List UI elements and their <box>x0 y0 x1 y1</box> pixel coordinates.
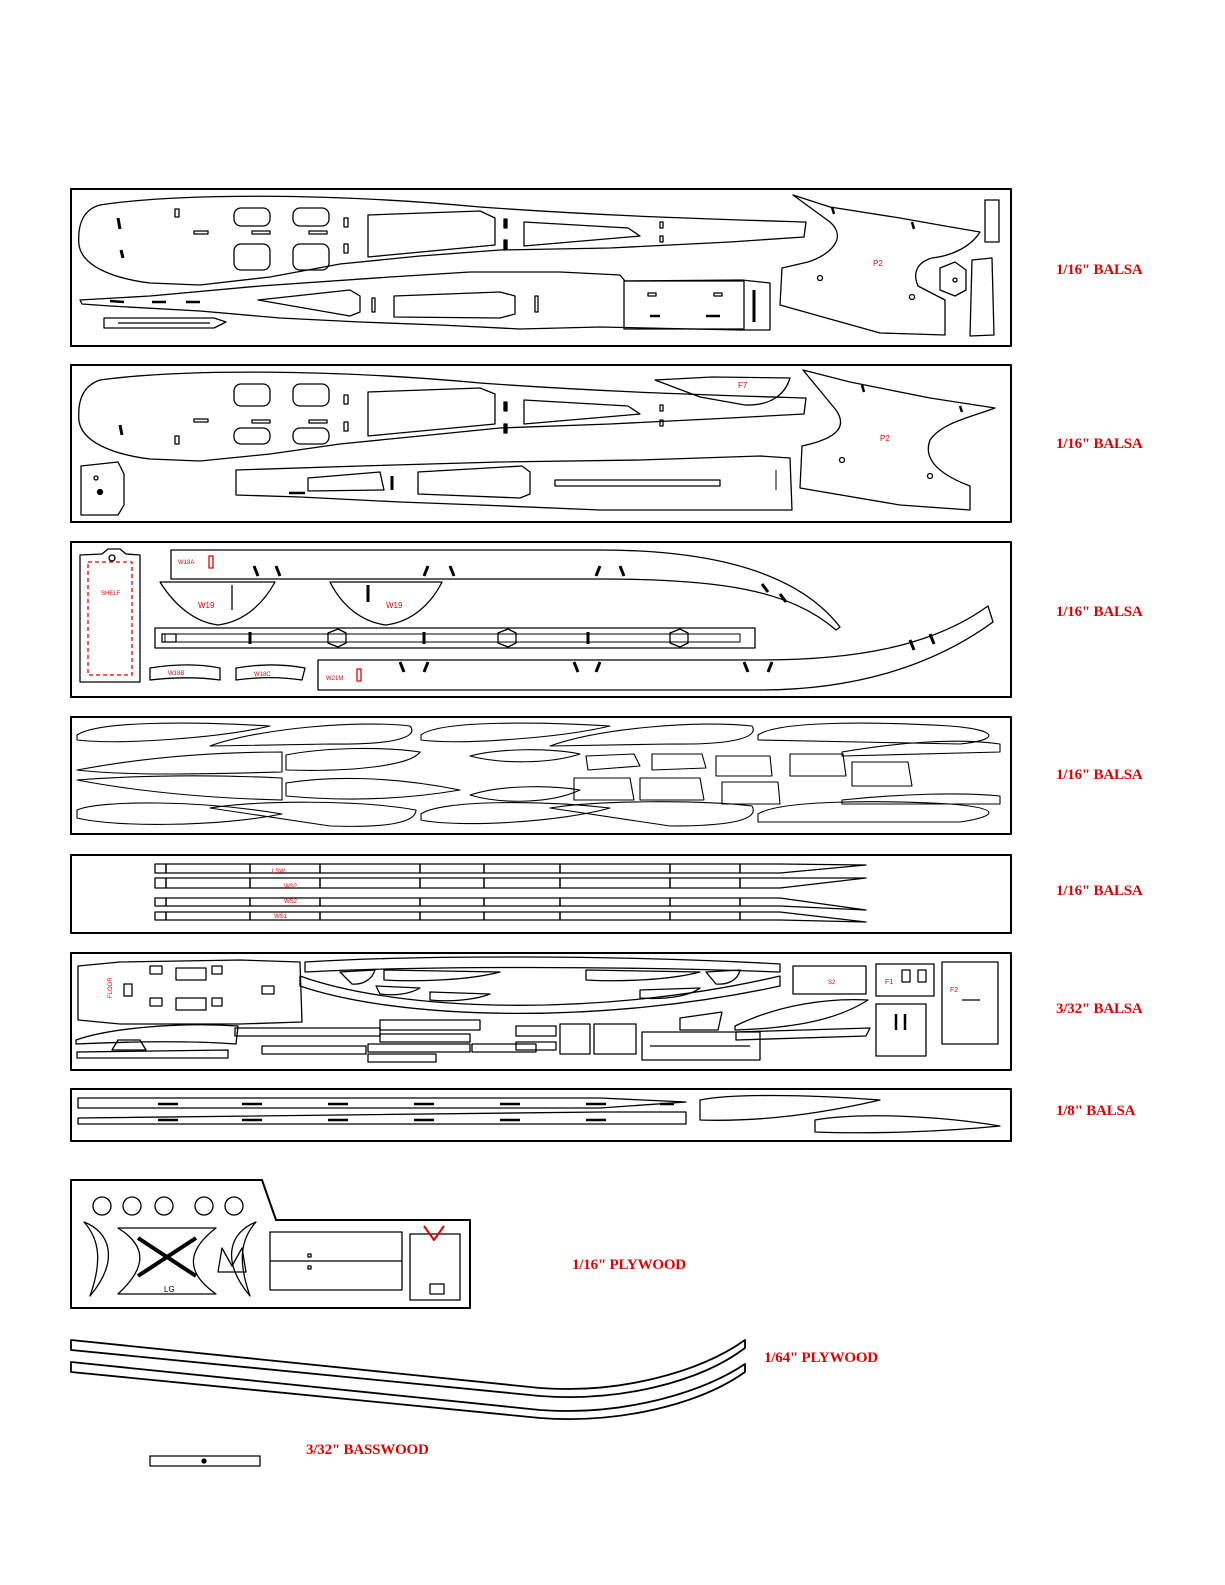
sheet-10-basswood-3-32 <box>150 1456 260 1466</box>
material-label: 1/16" BALSA <box>1056 262 1143 279</box>
w19-part <box>160 582 275 625</box>
w18b-part <box>150 665 220 680</box>
small-part <box>985 200 999 242</box>
spar-strip <box>78 1112 686 1124</box>
material-label: 3/32" BALSA <box>1056 1001 1143 1018</box>
fuselage-side-part <box>79 372 806 461</box>
sheet-1-balsa-1-16 <box>71 189 1011 346</box>
sheet-border <box>71 542 1011 697</box>
part-label: F2 <box>950 987 958 994</box>
sheet-2-balsa-1-16 <box>71 365 1011 522</box>
window-cutout <box>293 244 329 270</box>
sheet-4-balsa-1-16 <box>71 717 1011 834</box>
part-label: WS2 <box>284 884 298 890</box>
sheet-7-balsa-1-8 <box>71 1089 1011 1141</box>
sheet-border <box>71 189 1011 346</box>
part-label: P2 <box>873 259 883 268</box>
part-label: FLOOR <box>108 977 114 998</box>
f7-part <box>655 377 790 405</box>
lg-part <box>410 1234 460 1300</box>
fuselage-bottom-part <box>236 456 792 510</box>
part-label: W18C <box>254 672 271 678</box>
part-label: S2 <box>828 980 836 986</box>
cutout <box>258 290 360 316</box>
part-label: P2 <box>880 434 890 443</box>
material-label: 1/16" BALSA <box>1056 767 1143 784</box>
part-label: WS1 <box>274 914 288 920</box>
sheet-8-plywood-1-16 <box>71 1180 470 1308</box>
cutout <box>394 292 515 318</box>
tip-part <box>815 1116 1000 1133</box>
f2-part <box>942 962 998 1044</box>
arc-part <box>305 957 780 972</box>
window-cutout <box>234 208 270 226</box>
part-label: F7 <box>738 381 748 390</box>
material-label: 1/16" BALSA <box>1056 604 1143 621</box>
plywood-strip <box>71 1362 745 1419</box>
material-label: 1/16" BALSA <box>1056 436 1143 453</box>
part-label: W19 <box>198 601 215 610</box>
arc-part <box>300 976 780 1013</box>
sheet-6-balsa-3-32 <box>71 953 1011 1070</box>
part-label: W19 <box>386 601 403 610</box>
window-cutout <box>368 211 495 257</box>
small-part <box>81 462 124 515</box>
w18a-part <box>171 550 840 630</box>
sheet-border <box>71 855 1011 933</box>
sheet-border <box>71 365 1011 522</box>
part-label: LSW <box>272 869 285 875</box>
material-label: 1/16" BALSA <box>1056 883 1143 900</box>
part-label: SHELF <box>101 591 121 597</box>
spar-strip <box>155 898 866 910</box>
part-label: WS2 <box>284 899 298 905</box>
window-cutout <box>234 244 270 270</box>
shelf-part <box>80 549 140 682</box>
spar-strip <box>155 864 866 873</box>
material-label: 3/32" BASSWOOD <box>306 1442 429 1459</box>
small-part <box>970 258 994 336</box>
material-label: 1/16" PLYWOOD <box>572 1257 686 1274</box>
spar-strip <box>155 912 866 922</box>
material-label: 1/8" BALSA <box>1056 1103 1135 1120</box>
spar-part <box>155 628 755 648</box>
sheet-3-balsa-1-16 <box>71 542 1011 697</box>
part-label: F1 <box>885 979 893 986</box>
wing-ribs <box>77 723 1000 826</box>
sheet-9-plywood-1-64 <box>71 1340 745 1419</box>
plywood-strip <box>71 1340 745 1397</box>
spar-strip <box>155 878 866 888</box>
window-cutout <box>293 208 329 226</box>
window-cutout <box>524 222 640 246</box>
p2-part <box>800 370 995 510</box>
fuselage-side-part <box>79 196 806 285</box>
part-label: LG <box>164 1285 175 1294</box>
part-label: W21M <box>326 676 343 682</box>
sheet-5-balsa-1-16 <box>71 855 1011 933</box>
material-label: 1/64" PLYWOOD <box>764 1350 878 1367</box>
part-label: W18B <box>168 671 184 677</box>
part-label: W18A <box>178 560 194 566</box>
